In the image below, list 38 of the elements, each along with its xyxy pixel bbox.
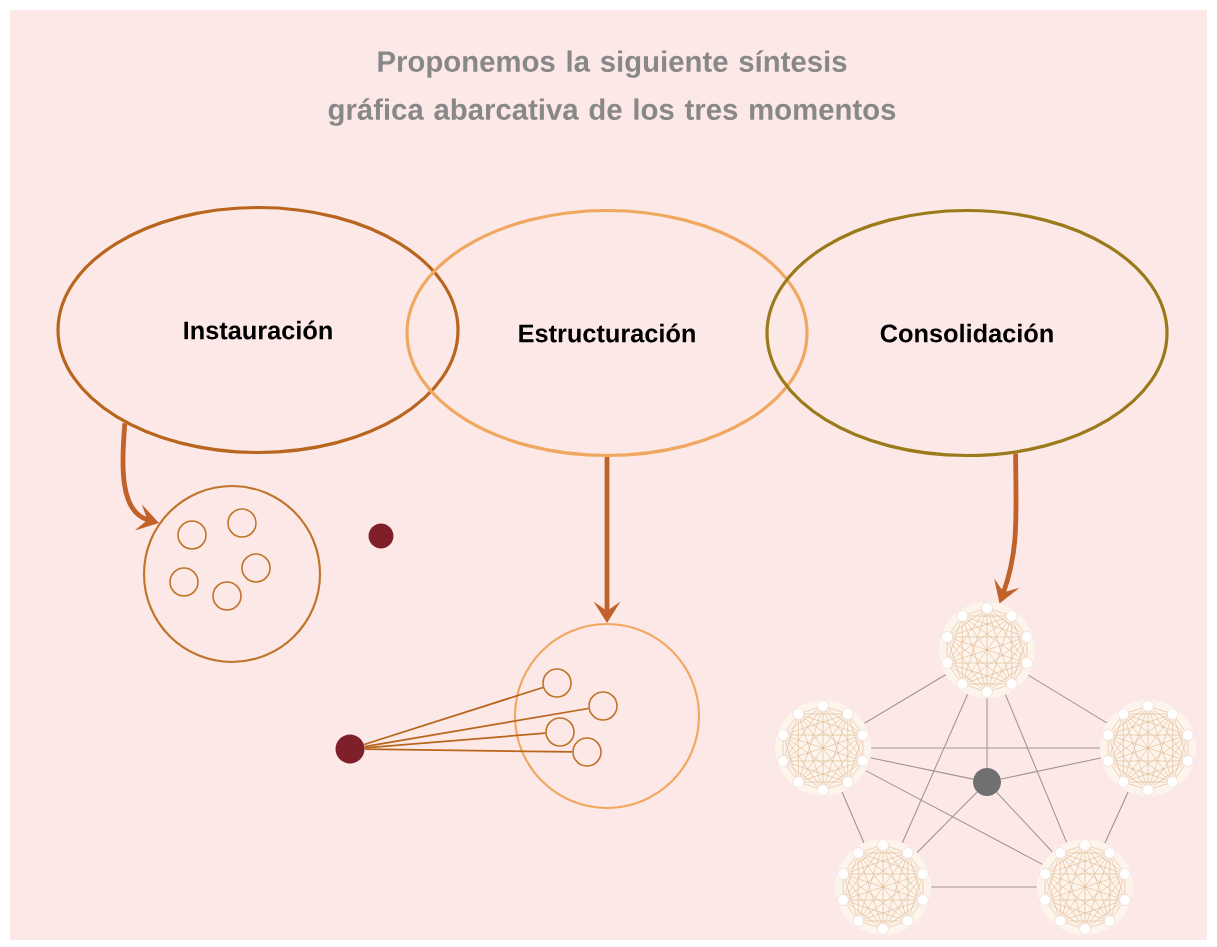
cluster-drawing xyxy=(939,602,1035,698)
connector-line xyxy=(901,693,969,844)
circle xyxy=(142,484,322,664)
circle xyxy=(241,553,271,583)
circle xyxy=(588,691,618,721)
circle xyxy=(572,737,602,767)
circle xyxy=(169,567,199,597)
connector-line xyxy=(1000,757,1102,780)
circle xyxy=(227,508,257,538)
circle xyxy=(545,717,575,747)
connector-line xyxy=(841,791,865,844)
circle xyxy=(542,668,572,698)
dot xyxy=(335,734,365,764)
connector-line xyxy=(870,747,1101,749)
dot xyxy=(973,768,1001,796)
cluster-drawing xyxy=(1100,700,1196,796)
connector-line xyxy=(363,707,590,748)
connector-line xyxy=(1027,674,1108,724)
connector-line xyxy=(996,791,1053,853)
circle xyxy=(212,581,242,611)
connector-line xyxy=(865,770,1043,865)
connector-line xyxy=(869,757,974,780)
connector-line xyxy=(930,886,1038,888)
title: Proponemos la siguiente síntesis gráfica abarcativa de los tres momentos xyxy=(328,50,896,126)
connector-line xyxy=(363,748,574,753)
cluster-drawing xyxy=(1037,839,1133,935)
connector-line xyxy=(363,686,544,746)
connector-line xyxy=(1004,694,1068,843)
cluster-drawing xyxy=(835,839,931,935)
connector-line xyxy=(1104,791,1129,844)
cluster-drawing xyxy=(775,700,871,796)
circle xyxy=(513,622,701,810)
circle xyxy=(177,520,207,550)
connector-line xyxy=(863,674,947,724)
connector-line xyxy=(916,791,978,854)
dot xyxy=(368,523,394,549)
connector-line xyxy=(363,732,547,749)
connector-line xyxy=(986,697,988,769)
